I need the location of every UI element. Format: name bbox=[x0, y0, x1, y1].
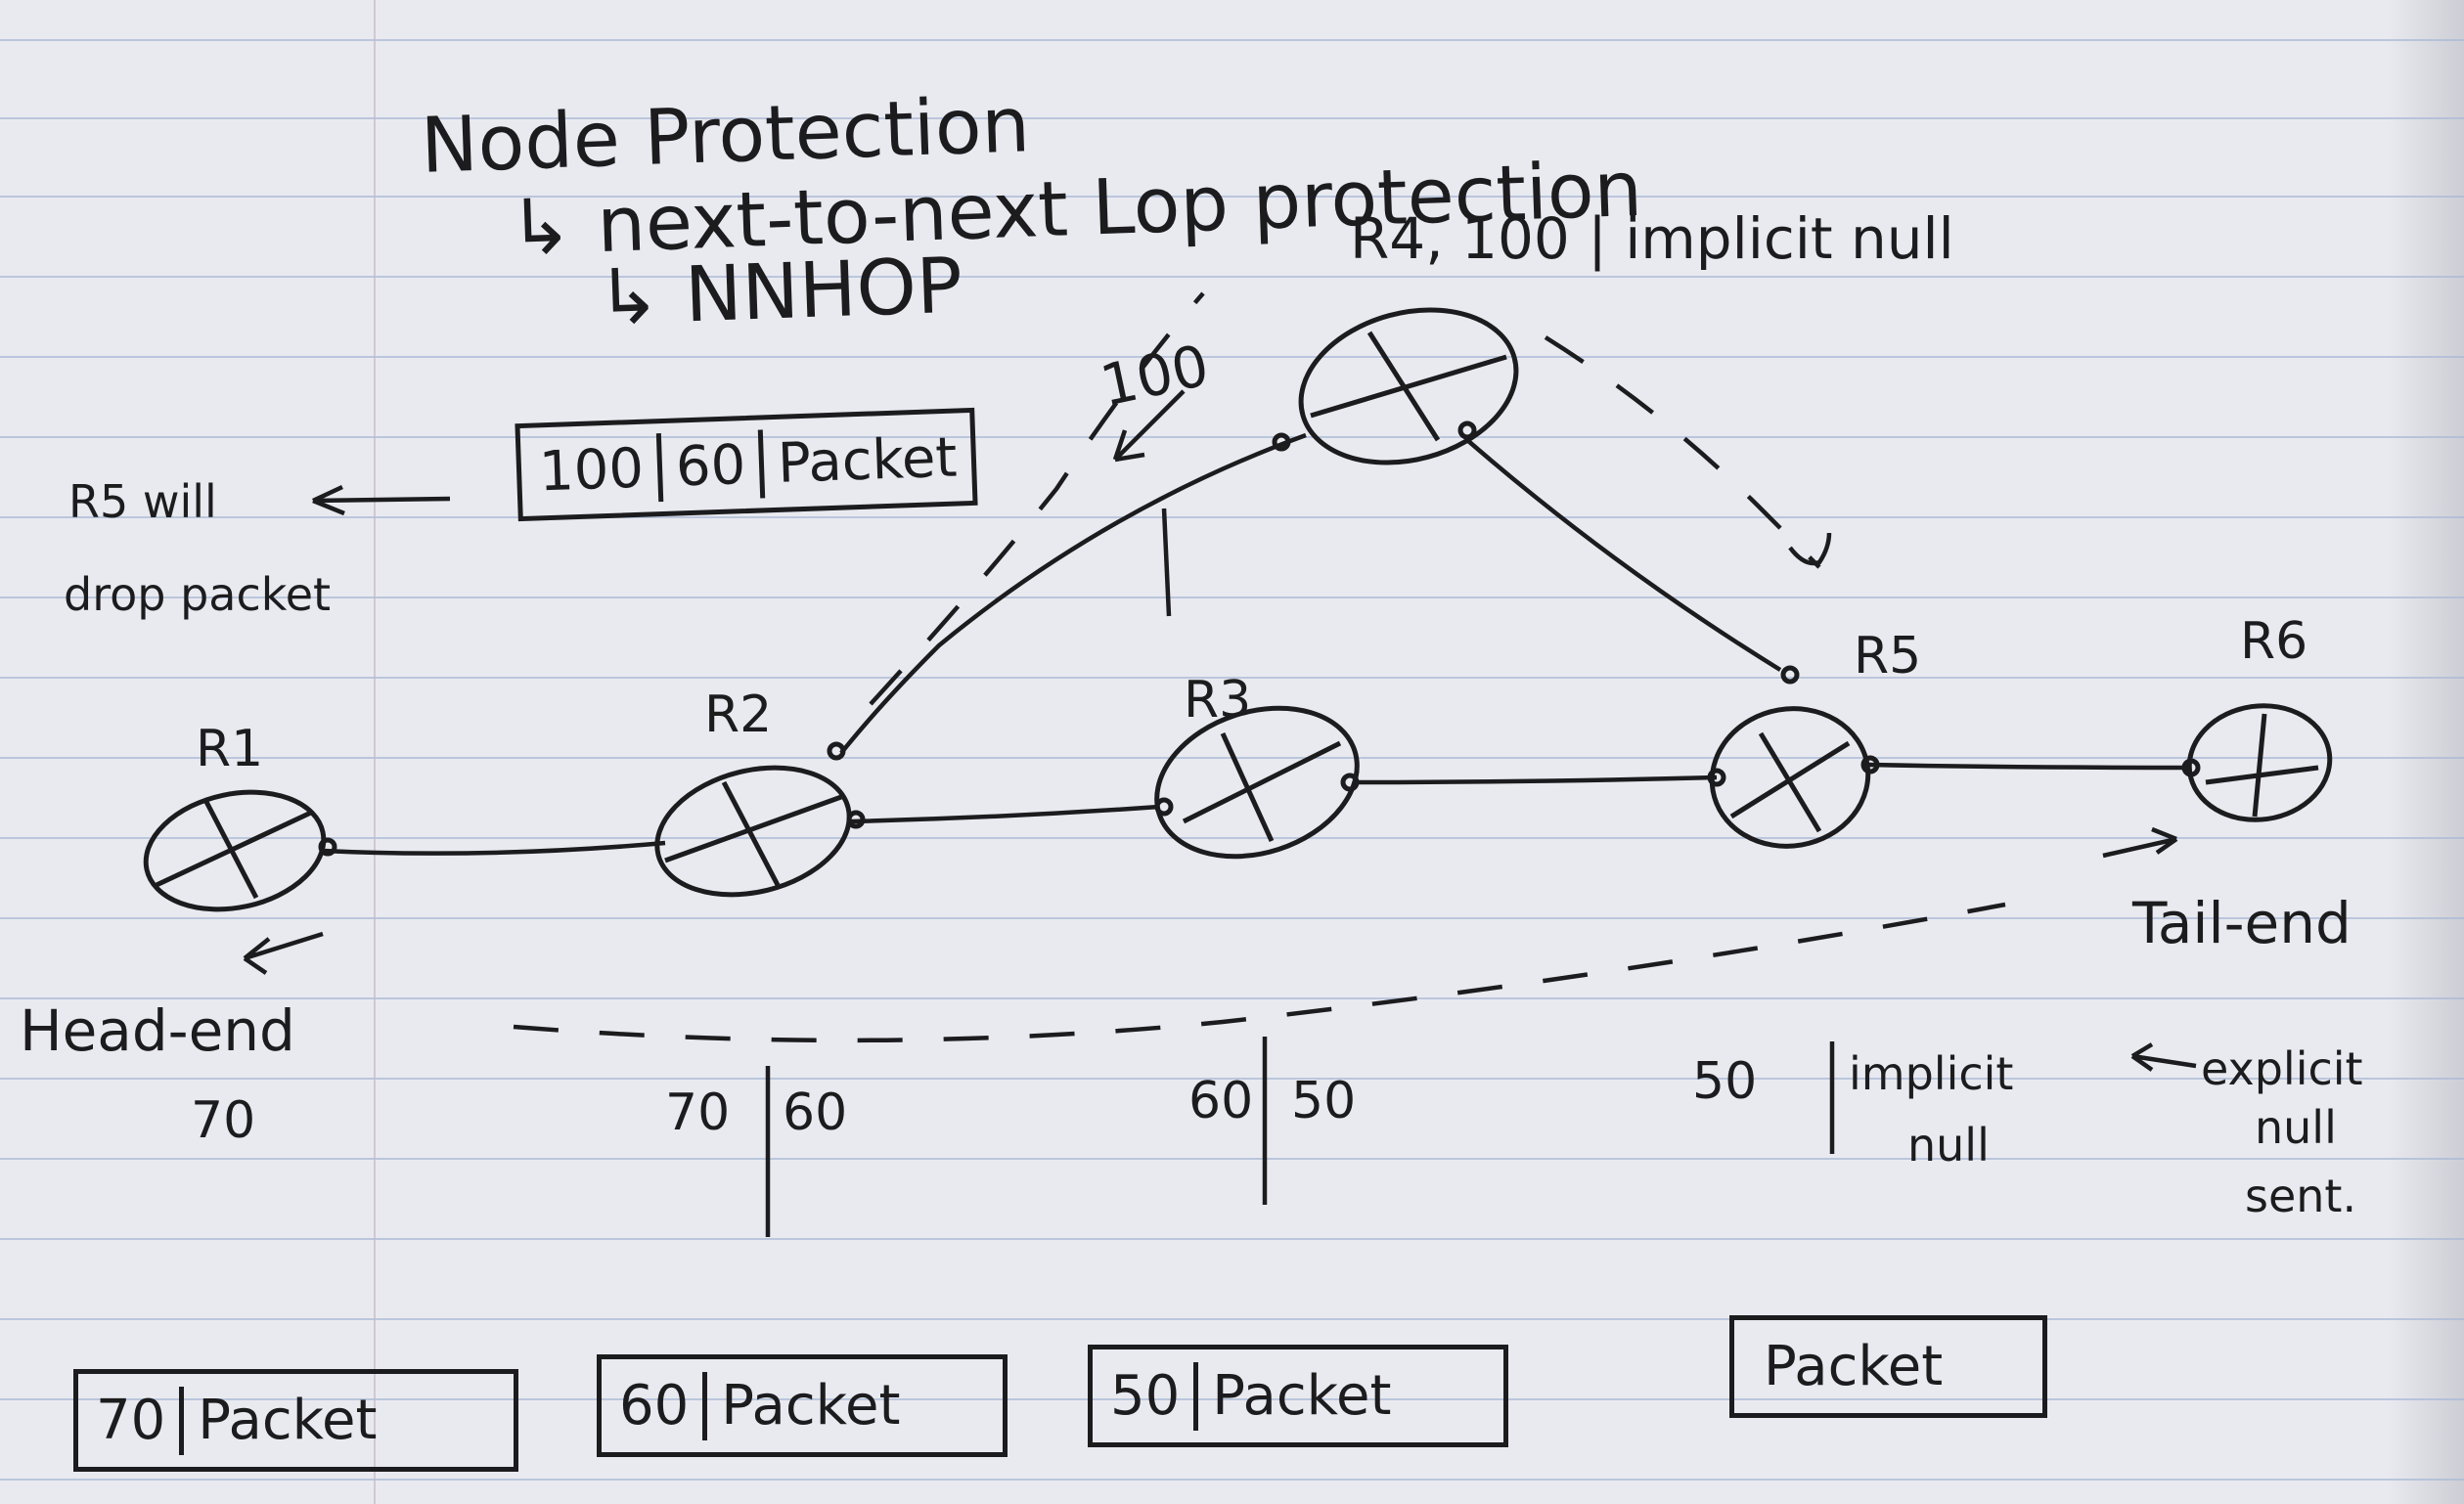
ruled-line bbox=[0, 677, 2464, 679]
router-r1-icon bbox=[143, 789, 327, 912]
interface-dot bbox=[1707, 768, 1726, 787]
ruled-line bbox=[0, 917, 2464, 919]
interface-dot bbox=[1457, 420, 1477, 440]
router-label-r1: R1 bbox=[196, 720, 264, 778]
label-r2-in: 70 bbox=[665, 1084, 731, 1142]
bypass-tunnel-path bbox=[869, 291, 1821, 706]
packet-label: 70 bbox=[96, 1389, 166, 1452]
router-label-r4: R4, 100 | implicit null bbox=[1350, 205, 1954, 272]
annotation-explicit: explicit bbox=[2201, 1042, 2363, 1095]
bypass-arrow-head bbox=[1788, 532, 1832, 566]
annotation-r5-will: R5 will bbox=[68, 475, 217, 528]
interface-dot bbox=[827, 741, 846, 761]
interface-dot bbox=[1272, 432, 1291, 452]
annotation-null: null bbox=[2255, 1101, 2337, 1154]
label-r2-out: 60 bbox=[783, 1084, 848, 1142]
drop-arrow bbox=[312, 484, 451, 516]
title-line-3: ↳ NNHOP bbox=[595, 242, 964, 343]
ruled-line bbox=[0, 1158, 2464, 1160]
label-separator bbox=[702, 1371, 708, 1440]
bypass-packet-inner-label: 60 bbox=[674, 432, 747, 499]
ruled-line bbox=[0, 1238, 2464, 1240]
router-label-r5: R5 bbox=[1854, 627, 1922, 686]
margin-line bbox=[374, 0, 376, 1504]
label-separator bbox=[757, 429, 766, 499]
explicit-null-arrow bbox=[2130, 1042, 2197, 1072]
label-separator bbox=[1193, 1361, 1199, 1431]
ruled-line bbox=[0, 436, 2464, 438]
packet-box-r5: Packet bbox=[1729, 1315, 2047, 1418]
router-r5-icon bbox=[1709, 706, 1871, 849]
interface-dot bbox=[1340, 773, 1360, 792]
ruled-line bbox=[0, 196, 2464, 198]
label-r5-out-2: null bbox=[1907, 1119, 1990, 1172]
packet-payload: Packet bbox=[1212, 1364, 1392, 1428]
label-r5-out-1: implicit bbox=[1849, 1047, 2014, 1100]
interface-dot bbox=[2181, 758, 2201, 777]
ruled-line bbox=[0, 1078, 2464, 1080]
router-r6-icon bbox=[2186, 703, 2333, 822]
ruled-line bbox=[0, 837, 2464, 839]
bypass-packet-box: 100 60 Packet bbox=[515, 407, 978, 522]
ruled-line bbox=[0, 997, 2464, 999]
annotation-drop-packet: drop packet bbox=[64, 568, 332, 621]
router-r3-icon bbox=[1154, 705, 1360, 860]
ruled-line bbox=[0, 117, 2464, 119]
tail-end-arrow bbox=[2102, 826, 2178, 859]
bypass-stack-separator bbox=[1161, 508, 1172, 617]
bypass-packet-payload: Packet bbox=[777, 425, 959, 496]
packet-payload: Packet bbox=[721, 1374, 901, 1438]
link-r5-r6 bbox=[1867, 762, 2192, 771]
ruled-line bbox=[0, 1479, 2464, 1481]
interface-dot bbox=[1860, 755, 1880, 774]
ruled-line bbox=[0, 1318, 2464, 1320]
interface-dot bbox=[1154, 797, 1174, 817]
label-separator bbox=[655, 433, 664, 503]
bypass-packet-outer-label: 100 bbox=[537, 436, 646, 504]
label-r3-in: 60 bbox=[1188, 1072, 1254, 1130]
bypass-label-arrow bbox=[1112, 389, 1186, 463]
packet-label: 50 bbox=[1110, 1364, 1181, 1428]
interface-dot bbox=[318, 837, 337, 857]
router-r4-icon bbox=[1298, 307, 1519, 465]
head-end-arrow bbox=[243, 931, 324, 975]
label-separator bbox=[179, 1386, 185, 1455]
annotation-sent: sent. bbox=[2245, 1170, 2357, 1222]
primary-lsp-path bbox=[513, 902, 2006, 1043]
ruled-line bbox=[0, 597, 2464, 598]
packet-payload: Packet bbox=[198, 1389, 378, 1452]
annotation-head-end: Head-end bbox=[20, 997, 295, 1064]
router-label-r3: R3 bbox=[1184, 671, 1252, 730]
ruled-line bbox=[0, 516, 2464, 518]
ruled-line bbox=[0, 39, 2464, 41]
ruled-line bbox=[0, 1398, 2464, 1400]
annotation-tail-end: Tail-end bbox=[2132, 890, 2352, 956]
label-r3-out: 50 bbox=[1291, 1072, 1357, 1130]
link-r4-r5 bbox=[1465, 438, 1782, 672]
packet-box-r2: 60 Packet bbox=[597, 1354, 1008, 1457]
interface-dot bbox=[846, 810, 866, 829]
router-label-r6: R6 bbox=[2240, 612, 2308, 671]
link-r2-r3 bbox=[850, 804, 1160, 824]
ruled-line bbox=[0, 356, 2464, 358]
packet-box-r1: 70 Packet bbox=[73, 1369, 518, 1472]
interface-dot bbox=[1780, 665, 1800, 685]
label-r5-in: 50 bbox=[1692, 1052, 1758, 1111]
link-r3-r5 bbox=[1354, 774, 1718, 785]
label-r1: 70 bbox=[191, 1091, 256, 1150]
packet-box-r3: 50 Packet bbox=[1088, 1345, 1508, 1447]
packet-payload: Packet bbox=[1764, 1335, 1944, 1398]
ruled-line bbox=[0, 276, 2464, 278]
link-r1-r2 bbox=[322, 840, 666, 856]
router-label-r2: R2 bbox=[704, 686, 773, 744]
packet-label: 60 bbox=[619, 1374, 690, 1438]
router-r2-icon bbox=[654, 765, 852, 898]
link-r2-r4 bbox=[839, 432, 1307, 755]
